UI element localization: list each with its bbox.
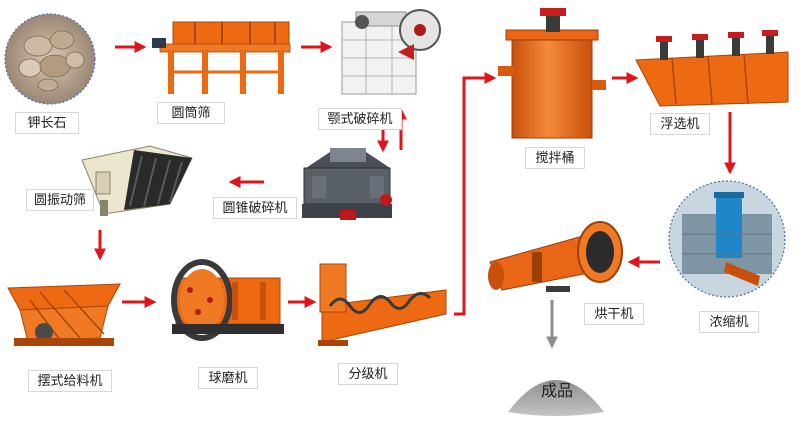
label-jaw-crusher: 颚式破碎机	[318, 108, 402, 130]
label-vibrating-screen: 圆振动筛	[26, 189, 94, 211]
cone-crusher-icon	[302, 148, 392, 220]
arrow-classifier-to-agitator	[454, 72, 497, 316]
label-flotation-cells: 浮选机	[650, 113, 710, 135]
label-rotary-dryer: 烘干机	[584, 303, 644, 325]
label-ball-mill: 球磨机	[198, 367, 258, 389]
trommel-screen-icon	[152, 21, 291, 94]
label-spiral-classifier: 分级机	[338, 363, 398, 385]
spiral-classifier-icon	[318, 263, 447, 346]
label-pendulum-feeder: 摆式给料机	[28, 370, 112, 392]
label-trommel-screen: 圆筒筛	[157, 102, 225, 124]
flow-arrows	[94, 41, 736, 316]
label-agitation-tank: 搅拌桶	[525, 147, 585, 169]
flotation-cells-icon	[635, 30, 789, 107]
label-thickener: 浓缩机	[699, 311, 759, 333]
label-feldspar: 钾长石	[15, 112, 79, 134]
ball-mill-icon	[171, 259, 284, 341]
thickener-icon	[668, 180, 786, 298]
ore-rocks-icon	[4, 13, 96, 105]
agitation-tank-icon	[498, 8, 606, 139]
rotary-dryer-icon	[488, 221, 623, 292]
jaw-crusher-icon	[341, 9, 441, 95]
product-label: 成品	[540, 381, 573, 400]
vibrating-screen-icon	[81, 145, 193, 216]
label-cone-crusher: 圆锥破碎机	[213, 197, 297, 219]
pendulum-feeder-icon	[7, 283, 121, 346]
product-pile-icon	[508, 380, 604, 416]
